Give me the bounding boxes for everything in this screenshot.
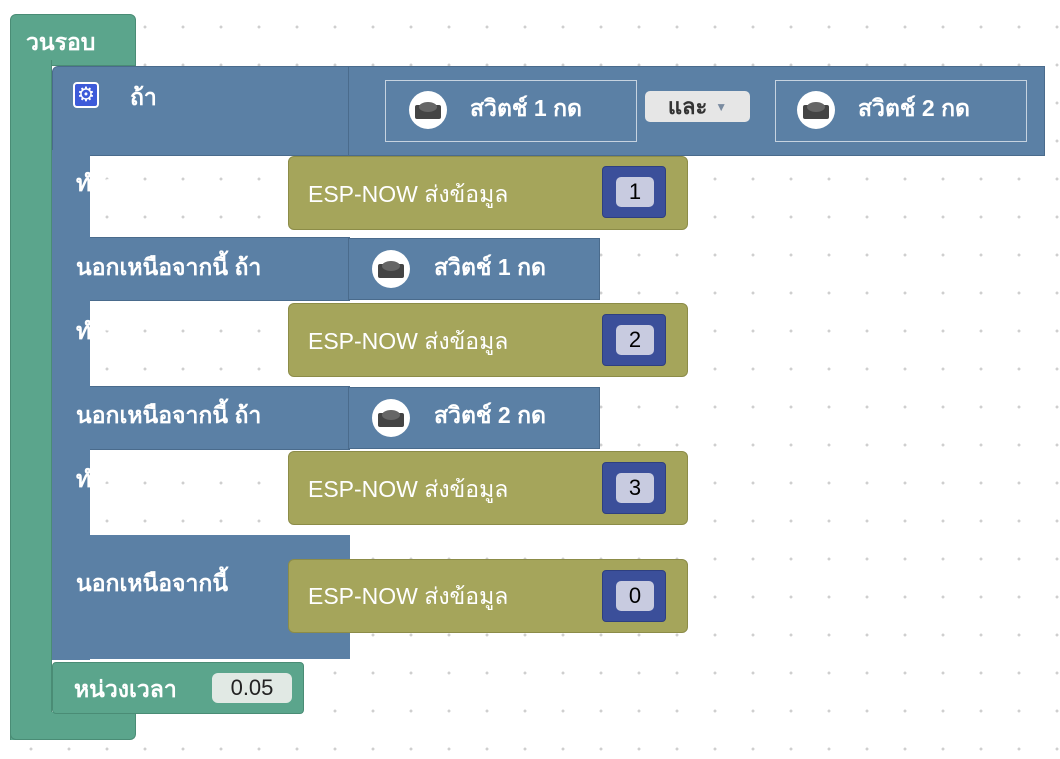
esp-label-4: ESP-NOW ส่งข้อมูล xyxy=(308,583,509,609)
switch2-label-2: สวิตช์ 2 กด xyxy=(434,402,546,428)
esp-label-2: ESP-NOW ส่งข้อมูล xyxy=(308,328,509,354)
elseif-row-1 xyxy=(52,237,350,301)
number-field-1[interactable]: 1 xyxy=(616,177,654,207)
triangle-down-icon: ▼ xyxy=(715,99,728,114)
else-label: นอกเหนือจากนี้ xyxy=(76,570,229,596)
switch2-label: สวิตช์ 2 กด xyxy=(858,95,970,121)
delay-value-field[interactable]: 0.05 xyxy=(212,673,292,703)
do-label-3: ทำ: xyxy=(76,466,112,492)
switch1-label-2: สวิตช์ 1 กด xyxy=(434,254,546,280)
gear-icon[interactable]: ⚙ xyxy=(73,82,99,108)
pushbutton-icon xyxy=(372,399,410,437)
esp-label-1: ESP-NOW ส่งข้อมูล xyxy=(308,181,509,207)
loop-block-bottom xyxy=(10,712,136,740)
if-label: ถ้า xyxy=(130,84,157,110)
number-field-3[interactable]: 3 xyxy=(616,473,654,503)
number-block-2[interactable] xyxy=(602,314,666,366)
elseif-label-1: นอกเหนือจากนี้ ถ้า xyxy=(76,254,262,280)
loop-block-spine xyxy=(10,60,52,740)
delay-label: หน่วงเวลา xyxy=(74,676,177,702)
pushbutton-icon xyxy=(797,91,835,129)
do-label-1: ทำ: xyxy=(76,170,112,196)
elseif-label-2: นอกเหนือจากนี้ ถ้า xyxy=(76,402,262,428)
if-block[interactable] xyxy=(52,66,350,156)
esp-label-3: ESP-NOW ส่งข้อมูล xyxy=(308,476,509,502)
pushbutton-icon xyxy=(409,91,447,129)
number-field-4[interactable]: 0 xyxy=(616,581,654,611)
logic-op-dropdown[interactable]: และ ▼ xyxy=(645,91,750,122)
switch1-label: สวิตช์ 1 กด xyxy=(470,95,582,121)
loop-block[interactable] xyxy=(10,14,136,66)
do-label-2: ทำ: xyxy=(76,318,112,344)
elseif-row-2 xyxy=(52,386,350,450)
loop-label: วนรอบ xyxy=(26,29,96,55)
logic-op-label: และ xyxy=(667,94,708,119)
number-field-2[interactable]: 2 xyxy=(616,325,654,355)
pushbutton-icon xyxy=(372,250,410,288)
